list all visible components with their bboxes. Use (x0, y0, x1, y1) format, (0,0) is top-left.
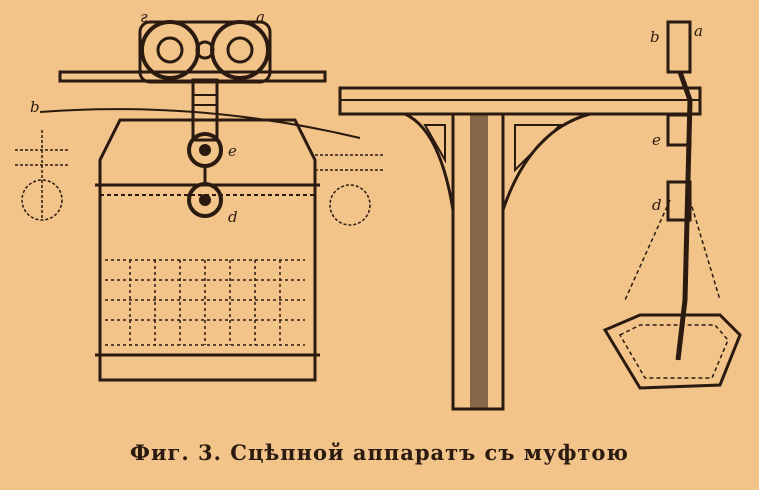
label-g: г (140, 8, 148, 26)
bracket-left (404, 112, 455, 211)
right-side-view: b a e d (602, 20, 742, 390)
figure-caption: Фиг. 3. Сцѣпной аппаратъ съ муфтою (130, 440, 629, 465)
label-a-right: a (694, 22, 703, 40)
side-pulley-left (15, 130, 70, 221)
middle-side-view (338, 86, 702, 411)
wagon-load-grid (105, 259, 305, 346)
hanger-column (191, 78, 219, 142)
label-e-right: e (652, 131, 661, 149)
bracket-right (501, 112, 591, 211)
left-front-view: г a b e d (15, 8, 385, 382)
bucket (602, 313, 742, 390)
side-pulley-right (315, 154, 385, 226)
right-hanger-rod (675, 71, 693, 361)
wagon-body (98, 118, 317, 382)
trolley-wheel-left (140, 20, 200, 80)
label-d: d (228, 208, 238, 226)
label-a: a (256, 8, 265, 26)
label-b: b (30, 98, 40, 116)
coupling-apparatus-figure: г a b e d b a e d (15, 8, 742, 411)
right-hanger-top (666, 20, 692, 74)
label-e: e (228, 142, 237, 160)
trolley-frame (138, 20, 272, 84)
label-b-right: b (650, 28, 660, 46)
label-d-right: d (652, 196, 662, 214)
trolley-wheel-right (210, 20, 270, 80)
hauling-rope (39, 108, 361, 139)
